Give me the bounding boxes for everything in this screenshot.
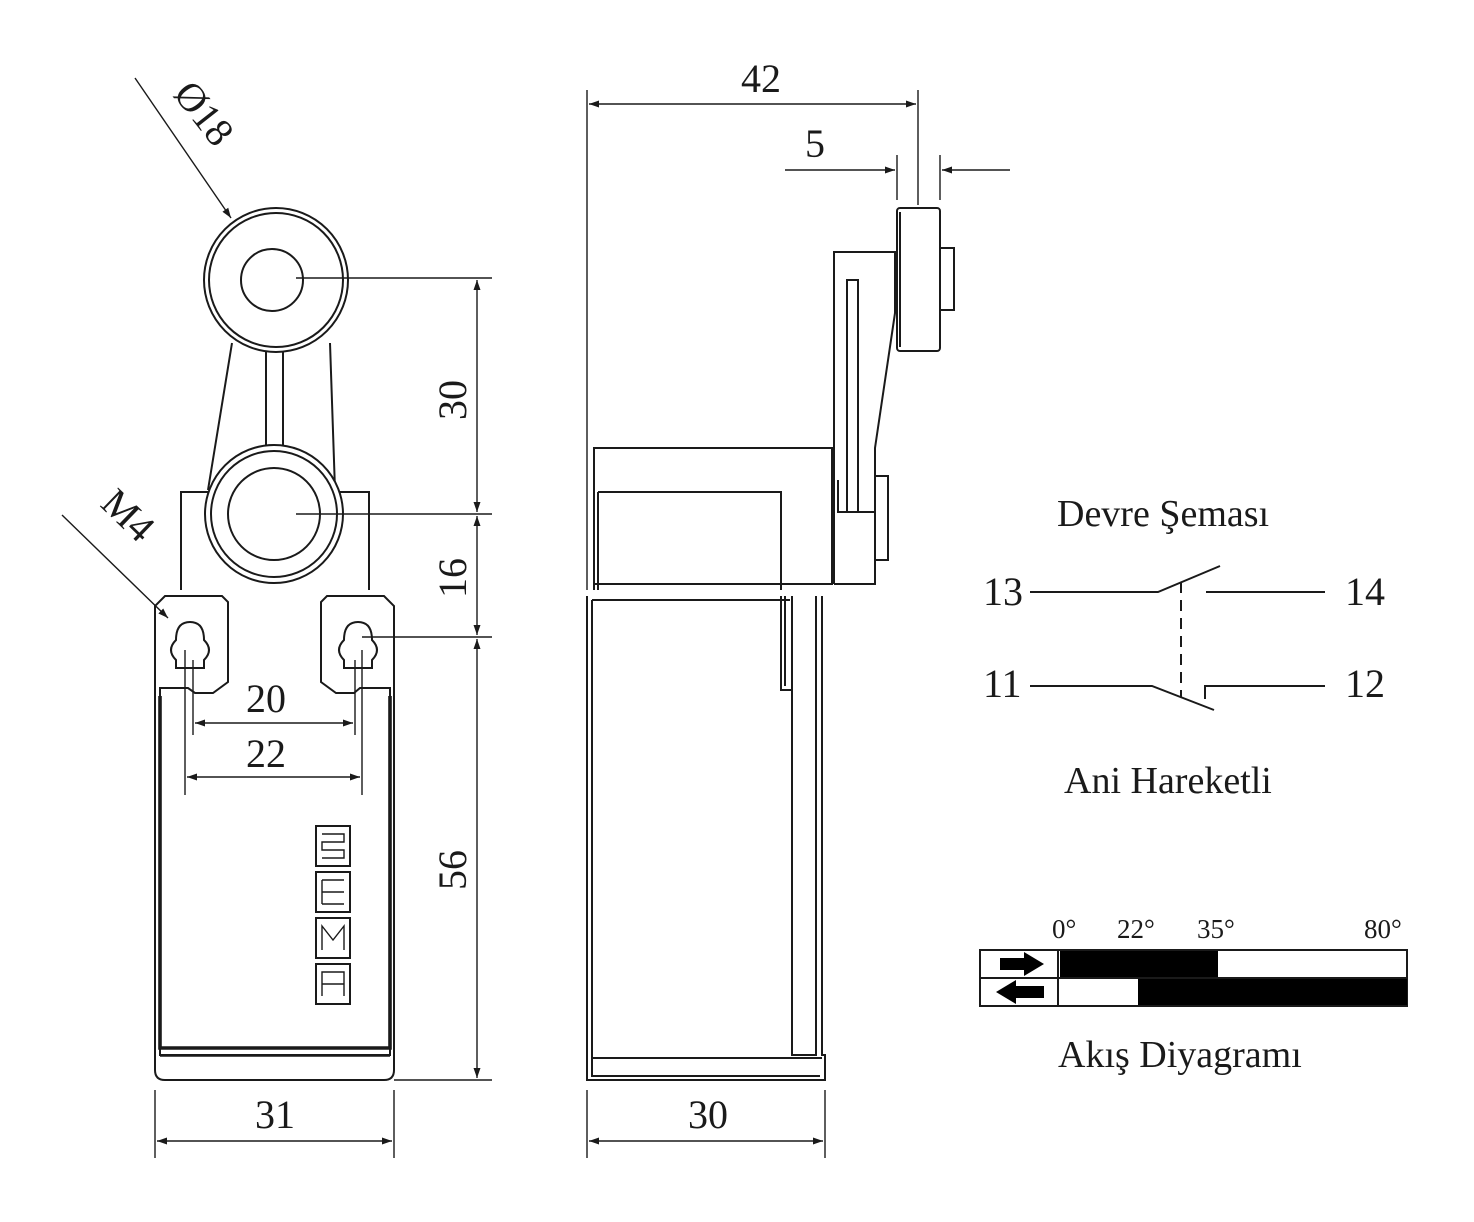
diameter-leader	[134, 77, 232, 219]
side-head	[593, 447, 833, 590]
front-head-block	[180, 491, 370, 590]
pivot-holes-label: 16	[430, 558, 475, 598]
side-body-inner	[591, 600, 822, 1077]
side-body-outline	[586, 596, 826, 1081]
side-roller	[896, 207, 941, 352]
lever-arm	[207, 342, 336, 491]
body-height-label: 56	[430, 850, 475, 890]
roller-hub	[240, 248, 304, 312]
flow-bars	[1060, 951, 1407, 1005]
left-mounting-slot	[170, 620, 210, 669]
outer-spacing-label: 22	[246, 731, 286, 776]
circuit-title: Devre Şeması	[1057, 493, 1269, 535]
circuit-diagram: Devre Şeması 13 14 11 12 Ani Hareketli	[983, 493, 1385, 802]
flow-bar-return	[1138, 979, 1407, 1005]
right-mounting-slot	[338, 620, 378, 669]
side-lever-inner	[846, 279, 859, 513]
nc-contact	[1030, 685, 1325, 711]
terminal-11: 11	[983, 661, 1022, 706]
angle-80: 80°	[1364, 914, 1402, 944]
side-roller-axle	[939, 247, 955, 311]
front-body-inner	[158, 696, 392, 1050]
body-width-label: 31	[255, 1092, 295, 1137]
side-lever	[833, 251, 896, 585]
diameter-label: Ø18	[165, 72, 243, 154]
terminal-14: 14	[1345, 569, 1385, 614]
side-dimensions: 42 5 30	[586, 56, 1010, 1158]
thread-label: M4	[93, 480, 164, 551]
angle-22: 22°	[1117, 914, 1155, 944]
circuit-subtitle: Ani Hareketli	[1064, 760, 1272, 802]
angle-35: 35°	[1197, 914, 1235, 944]
body-depth-label: 30	[688, 1092, 728, 1137]
front-body-outline	[154, 595, 395, 1081]
front-view	[154, 207, 395, 1081]
flow-title: Akış Diyagramı	[1058, 1034, 1302, 1076]
side-view	[586, 207, 955, 1081]
overall-depth-label: 42	[741, 56, 781, 101]
flow-bar-forward	[1060, 951, 1218, 977]
roller-width-label: 5	[805, 121, 825, 166]
return-arrow-icon	[996, 980, 1044, 1004]
brand-logo	[315, 825, 351, 1005]
flow-diagram: 0° 22° 35° 80° Akış Diyagramı	[979, 914, 1408, 1076]
side-pivot-boss	[837, 475, 889, 561]
angle-0: 0°	[1052, 914, 1076, 944]
thread-leader	[61, 514, 169, 619]
no-contact	[1030, 565, 1325, 593]
roller-outer	[203, 207, 349, 353]
side-cover-step	[780, 596, 792, 691]
roller-outer-inner-ring	[208, 212, 344, 348]
side-cover-plate	[791, 596, 817, 1056]
terminal-13: 13	[983, 569, 1023, 614]
forward-arrow-icon	[1000, 952, 1044, 976]
terminal-12: 12	[1345, 661, 1385, 706]
lever-arm-inner	[265, 350, 284, 450]
arm-length-label: 30	[430, 380, 475, 420]
inner-spacing-label: 20	[246, 676, 286, 721]
side-head-inner	[597, 491, 782, 590]
